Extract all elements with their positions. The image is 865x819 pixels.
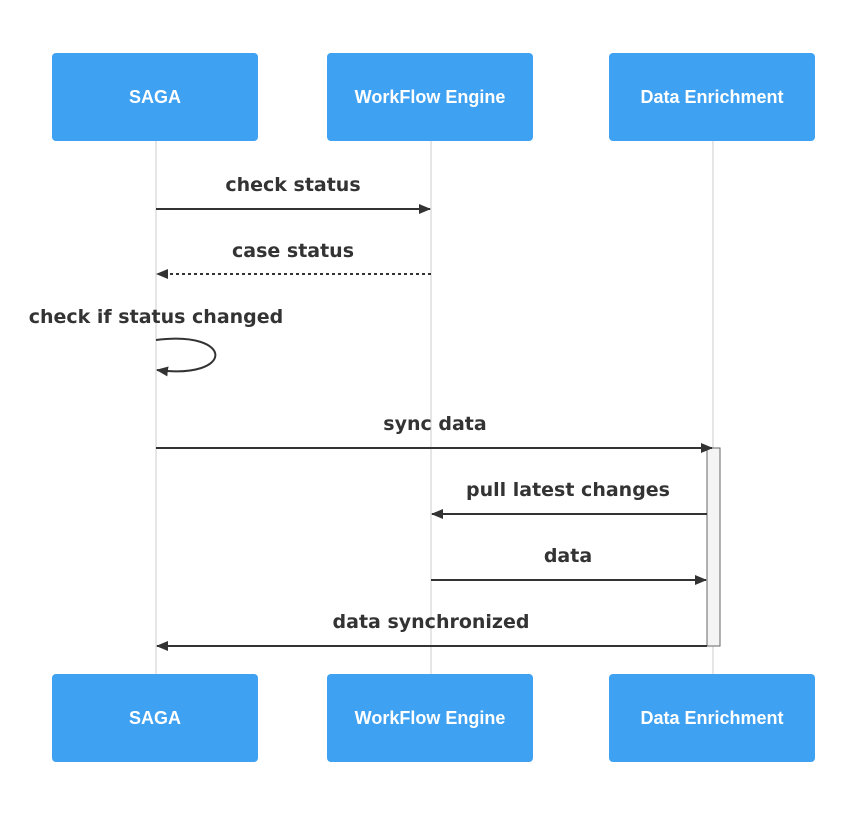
message-arrow-self-loop bbox=[155, 337, 217, 377]
participant-saga-top: SAGA bbox=[52, 53, 258, 141]
message-label-data-synchronized: data synchronized bbox=[333, 611, 530, 633]
participant-workflow-engine-bottom: WorkFlow Engine bbox=[327, 674, 533, 762]
participant-data-enrichment-bottom: Data Enrichment bbox=[609, 674, 815, 762]
message-label-check-if-status-changed: check if status changed bbox=[29, 306, 284, 328]
message-label-data: data bbox=[544, 545, 592, 567]
message-label-check-status: check status bbox=[225, 174, 360, 196]
participant-workflow-engine-top: WorkFlow Engine bbox=[327, 53, 533, 141]
participant-data-enrichment-top: Data Enrichment bbox=[609, 53, 815, 141]
participant-saga-bottom: SAGA bbox=[52, 674, 258, 762]
message-label-pull-latest-changes: pull latest changes bbox=[466, 479, 670, 501]
message-label-sync-data: sync data bbox=[383, 413, 486, 435]
message-label-case-status: case status bbox=[232, 240, 354, 262]
activation-bar-data-enrichment bbox=[706, 447, 721, 647]
